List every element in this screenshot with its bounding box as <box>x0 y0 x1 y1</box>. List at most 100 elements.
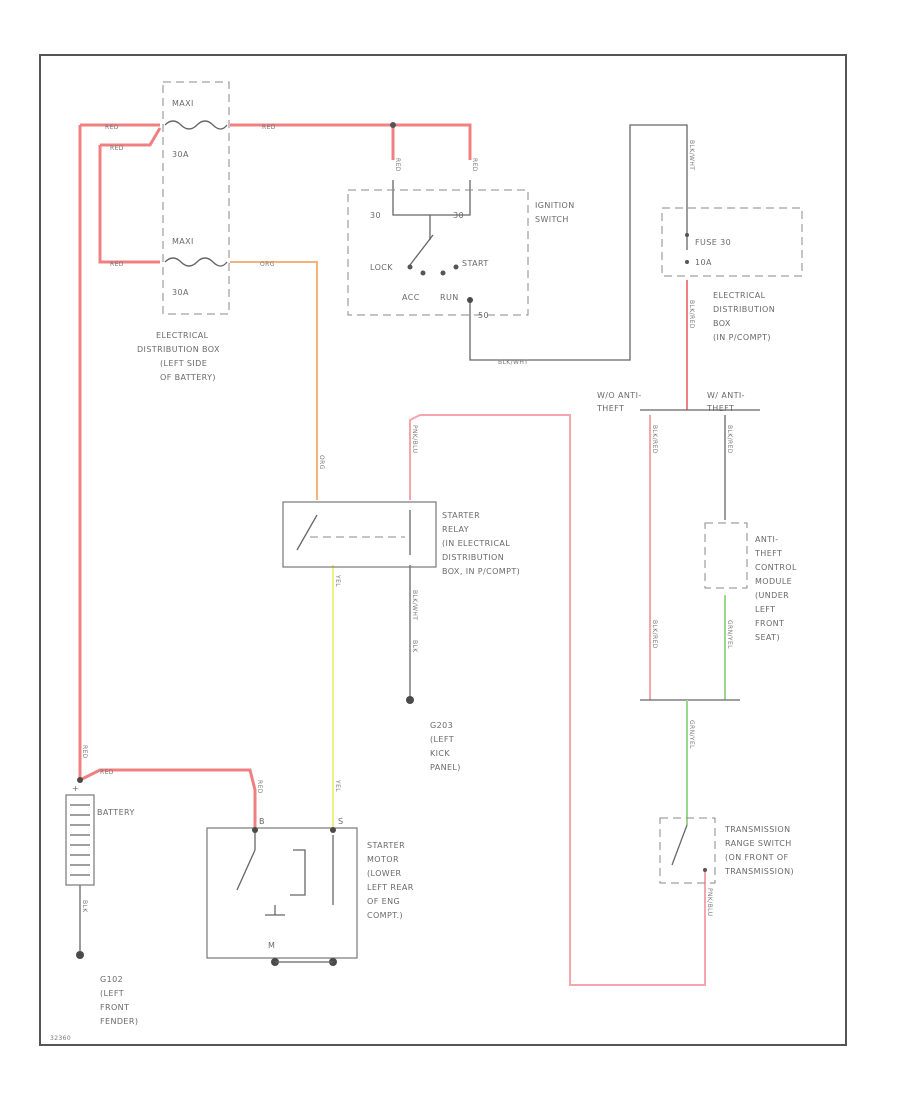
ignition-start-label: START <box>462 259 489 268</box>
transmission-range-switch: TRANSMISSION RANGE SWITCH (ON FRONT OF T… <box>659 817 794 884</box>
maxi-fuse-top-rating: 30A <box>172 150 189 159</box>
wo-antitheft-label-2: THEFT <box>596 404 624 413</box>
relay-caption-1: STARTER <box>442 511 480 520</box>
battery-caption: BATTERY <box>97 808 135 817</box>
maxi-fuse-bottom-symbol <box>164 257 228 267</box>
antitheft-caption-1: ANTI- <box>755 535 779 544</box>
junction-dots <box>77 297 473 833</box>
starter-motor-contact <box>236 849 256 891</box>
ignition-caption-1: IGNITION <box>535 201 575 210</box>
wo-antitheft-label-1: W/O ANTI- <box>597 391 642 400</box>
vwire-label-blk-b: BLK <box>81 900 88 913</box>
g203-ground-icon <box>406 696 414 704</box>
maxi-fuse-top-symbol <box>164 120 228 130</box>
vwire-label-org: ORG <box>318 455 325 470</box>
pcompt-fuse-box: FUSE 30 10A ELECTRICAL DISTRIBUTION BOX … <box>661 207 803 342</box>
trans-switch-caption-4: TRANSMISSION) <box>724 867 794 876</box>
g102-caption-2: (LEFT <box>100 989 124 998</box>
dist-box-caption-1: ELECTRICAL <box>156 331 209 340</box>
vwire-label-blk-red-d: BLK/RED <box>726 425 733 454</box>
vwire-label-pnk-blu-b: PNK/BLU <box>706 888 713 916</box>
wire-label-red-5: RED <box>100 769 114 776</box>
trans-switch-caption-1: TRANSMISSION <box>724 825 791 834</box>
antitheft-caption-6: LEFT <box>755 605 775 614</box>
antitheft-caption-2: THEFT <box>754 549 782 558</box>
w-antitheft-label-2: THEFT <box>706 404 734 413</box>
vwire-label-red-a: RED <box>394 158 401 172</box>
g203-caption-3: KICK <box>430 749 450 758</box>
starter-motor: B S M STARTER MOTOR (LOWER LEFT REAR OF … <box>206 817 414 966</box>
vwire-label-blk: BLK <box>411 640 418 653</box>
wire-label-org: ORG <box>260 261 275 268</box>
wire-label-red-4: RED <box>262 124 276 131</box>
fuse-30-name: FUSE 30 <box>695 238 731 247</box>
footer-code: 32360 <box>50 1035 71 1042</box>
g102-caption-4: FENDER) <box>100 1017 138 1026</box>
pink-control-wire <box>409 414 706 986</box>
starter-caption-3: (LOWER <box>367 869 402 878</box>
vwire-label-blk-red-b: BLK/RED <box>651 425 658 454</box>
vertical-wire-labels: RED RED BLK/WHT BLK/RED ORG PNK/BLU YEL … <box>81 140 733 916</box>
starter-caption-5: OF ENG <box>367 897 400 906</box>
w-antitheft-label-1: W/ ANTI- <box>707 391 745 400</box>
wire-label-red-3: RED <box>110 261 124 268</box>
fuse-30-rating: 10A <box>695 258 712 267</box>
ground-g203: G203 (LEFT KICK PANEL) <box>406 696 461 772</box>
dist-box-caption-3: (LEFT SIDE <box>160 359 207 368</box>
vwire-label-yel-a: YEL <box>334 574 341 587</box>
dist-box-caption-4: OF BATTERY) <box>160 373 216 382</box>
ignition-acc-label: ACC <box>402 293 420 302</box>
ignition-terminal-right: 30 <box>453 211 464 220</box>
battery-distribution-box: MAXI 30A MAXI 30A ELECTRICAL DISTRIBUTIO… <box>137 81 230 382</box>
vwire-label-red-d: RED <box>256 780 263 794</box>
starter-terminal-b: B <box>259 817 265 826</box>
trans-switch-contact <box>671 824 688 866</box>
relay-caption-5: BOX, IN P/COMPT) <box>442 567 520 576</box>
dist-box-caption-2: DISTRIBUTION BOX <box>137 345 220 354</box>
starter-terminal-m: M <box>268 941 275 950</box>
g203-caption-4: PANEL) <box>430 763 461 772</box>
vwire-label-blk-wht-b: BLK/WHT <box>411 590 418 620</box>
maxi-fuse-top-label: MAXI <box>172 99 194 108</box>
ignition-lock-label: LOCK <box>370 263 393 272</box>
g203-caption-2: (LEFT <box>430 735 454 744</box>
wire-label-blk-wht: BLK/WHT <box>498 359 528 366</box>
relay-contact-blade <box>296 514 318 551</box>
battery-icon <box>65 794 95 886</box>
wire-label-red-2: RED <box>110 145 124 152</box>
ground-g102: G102 (LEFT FRONT FENDER) <box>76 951 138 1026</box>
g102-ground-icon <box>76 951 84 959</box>
starter-caption-6: COMPT.) <box>367 911 403 920</box>
vwire-label-blk-red-c: BLK/RED <box>651 620 658 649</box>
trans-switch-caption-2: RANGE SWITCH <box>725 839 792 848</box>
vwire-label-red-c: RED <box>81 745 88 759</box>
vwire-label-yel-b: YEL <box>334 779 341 792</box>
ignition-switch-wiring <box>392 124 688 361</box>
wire-label-red-1: RED <box>105 124 119 131</box>
ignition-switch-blade <box>409 234 434 266</box>
vwire-label-red-b: RED <box>471 158 478 172</box>
fuse-box-caption-1: ELECTRICAL <box>713 291 766 300</box>
starter-caption-1: STARTER <box>367 841 405 850</box>
vwire-label-grn-yel-b: GRN/YEL <box>688 720 695 749</box>
starter-caption-4: LEFT REAR <box>367 883 414 892</box>
antitheft-caption-8: SEAT) <box>755 633 780 642</box>
ignition-terminal-left: 30 <box>370 211 381 220</box>
orange-relay-feed-wire <box>230 261 318 500</box>
relay-caption-2: RELAY <box>442 525 469 534</box>
starter-caption-2: MOTOR <box>367 855 399 864</box>
ignition-bottom-terminal: 50 <box>478 311 489 320</box>
antitheft-caption-7: FRONT <box>755 619 784 628</box>
fuse-box-caption-4: (IN P/COMPT) <box>713 333 771 342</box>
starter-terminal-s: S <box>338 817 343 826</box>
ignition-run-label: RUN <box>440 293 459 302</box>
battery-terminal: + <box>72 784 79 793</box>
fuse-box-caption-2: DISTRIBUTION <box>713 305 775 314</box>
anti-theft-module: W/O ANTI- THEFT W/ ANTI- THEFT ANTI- THE… <box>596 391 797 642</box>
vwire-label-grn-yel-a: GRN/YEL <box>726 620 733 649</box>
diagram-frame <box>39 54 847 1046</box>
g102-caption-1: G102 <box>100 975 123 984</box>
ignition-switch: 30 30 LOCK START ACC RUN 50 IGNITION SWI… <box>347 122 575 320</box>
vwire-label-blk-red-a: BLK/RED <box>688 300 695 329</box>
